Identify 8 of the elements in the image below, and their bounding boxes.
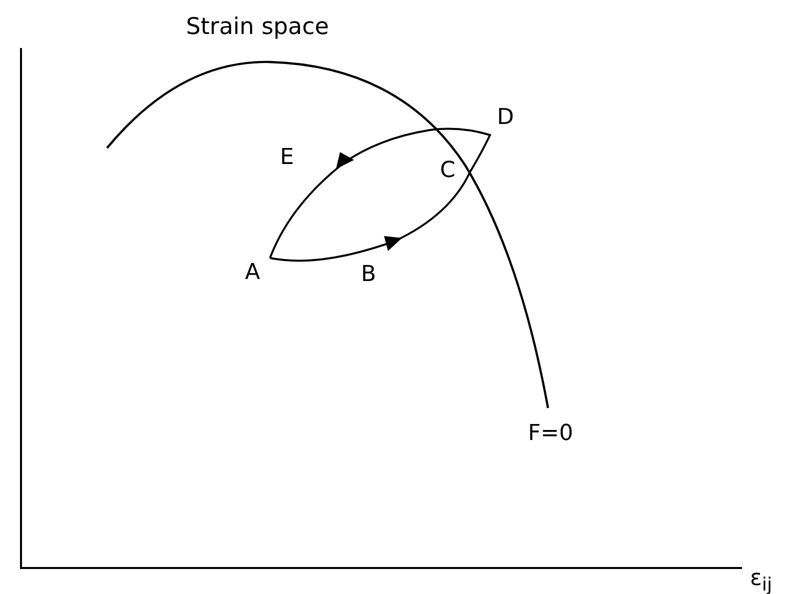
diagram-title: Strain space <box>186 16 329 39</box>
point-label: A <box>245 262 260 284</box>
point-label: B <box>361 264 376 286</box>
curve-label: F=0 <box>528 423 574 445</box>
point-label: E <box>280 147 294 169</box>
point-label: C <box>440 160 456 182</box>
axis-label: ε$_{ij}$ <box>750 568 772 594</box>
point-label: D <box>497 107 514 129</box>
